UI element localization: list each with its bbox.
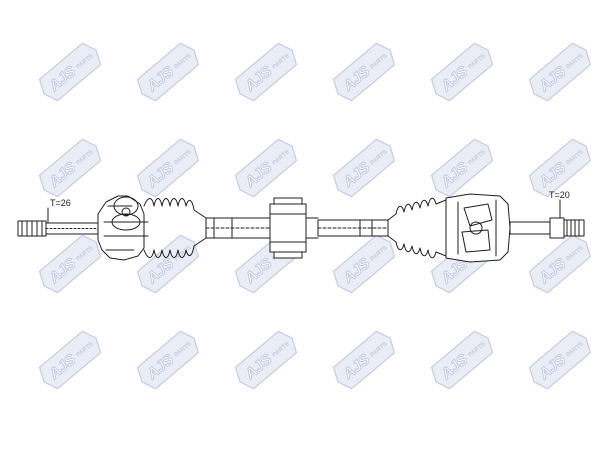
right-spline-label: T=20	[549, 190, 570, 200]
drive-shaft-drawing	[17, 193, 585, 263]
inner-joint-housing	[445, 193, 511, 263]
main-bar-left	[205, 217, 271, 239]
left-spline-stub	[17, 220, 99, 237]
main-bar-right	[317, 219, 389, 237]
left-spline-label: T=26	[50, 198, 71, 208]
outer-cv-joint	[97, 195, 149, 261]
right-spline-stub	[509, 217, 585, 239]
outer-boot	[143, 198, 207, 258]
intermediate-damper	[269, 197, 319, 259]
inner-boot	[387, 197, 447, 259]
